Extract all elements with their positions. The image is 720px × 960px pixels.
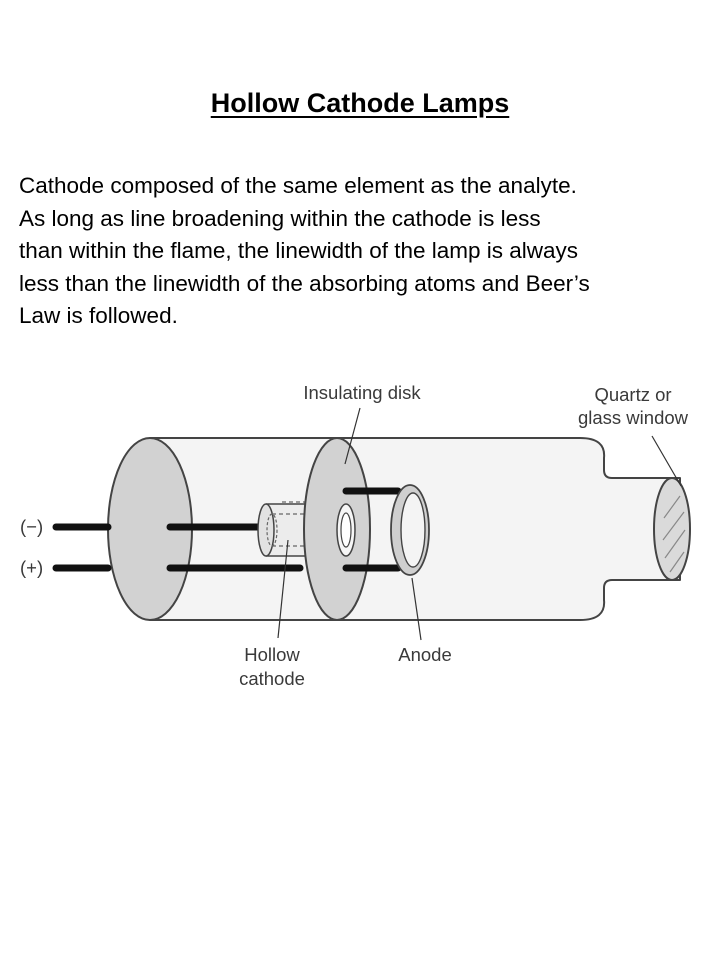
description-line: Cathode composed of the same element as … — [19, 173, 577, 198]
description-line: As long as line broadening within the ca… — [19, 205, 541, 231]
description-line: than within the flame, the linewidth of … — [19, 238, 579, 263]
anode-ring-inner — [400, 492, 426, 568]
positive-terminal-label: (+) — [20, 557, 43, 578]
cathode-opening-through-disk — [340, 512, 352, 548]
cathode-label: cathode — [239, 668, 305, 689]
window-label-line2: glass window — [578, 407, 689, 428]
anode-leader — [411, 577, 422, 641]
hollow-cathode-leader — [277, 539, 289, 639]
window-label-line1: Quartz or — [594, 384, 671, 405]
cathode-back-rim — [257, 503, 275, 557]
quartz-window — [653, 477, 691, 581]
hollow-cathode-lamp-diagram: Insulating disk Quartz or glass window (… — [20, 382, 691, 689]
insulating-disk-leader — [344, 407, 361, 465]
anode-label: Anode — [398, 644, 452, 665]
description-line: Law is followed. — [19, 303, 178, 328]
window-leader — [651, 435, 682, 487]
window-hatching — [662, 495, 686, 573]
negative-terminal-label: (−) — [20, 516, 43, 537]
insulating-disk-label: Insulating disk — [303, 382, 421, 403]
description-paragraph: Cathode composed of the same element as … — [19, 170, 709, 333]
description-line: less than the linewidth of the absorbing… — [19, 270, 590, 296]
page-title: Hollow Cathode Lamps — [210, 88, 510, 118]
hollow-label: Hollow — [244, 644, 300, 665]
